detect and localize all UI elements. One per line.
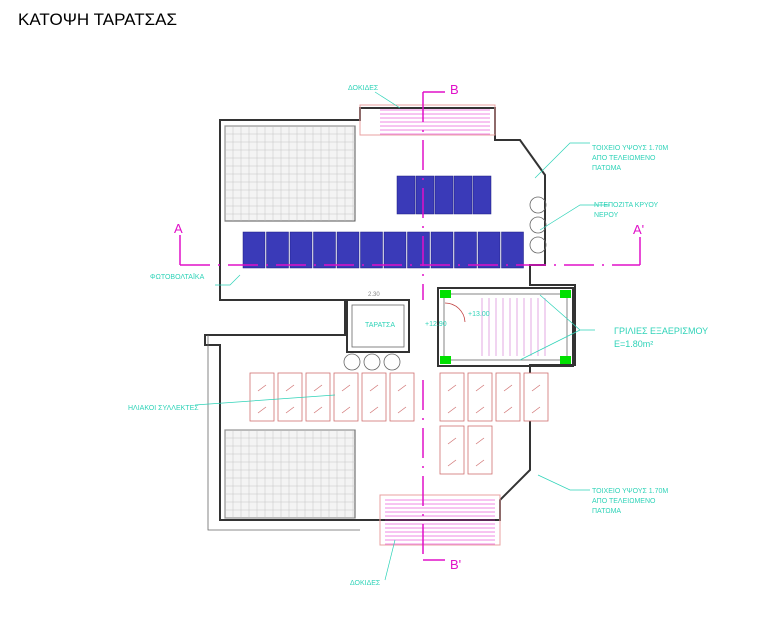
roof-box	[346, 299, 410, 353]
solar-collector	[467, 372, 493, 422]
wall-bottom-label: ΤΟΙΧΕΙΟ ΥΨΟΥΣ 1.70Μ ΑΠΟ ΤΕΛΕΙΩΜΕΝΟ ΠΑΤΩΜ…	[592, 488, 668, 515]
pv-panel	[454, 231, 477, 269]
pv-panel	[434, 175, 454, 215]
dimension-2.30: 2.30	[368, 292, 380, 298]
section-b-prime-marker: B'	[450, 557, 461, 572]
pv-panel	[472, 175, 492, 215]
solar-collector	[495, 372, 521, 422]
svg-text:ΑΠΟ ΤΕΛΕΙΩΜΕΝΟ: ΑΠΟ ΤΕΛΕΙΩΜΕΝΟ	[592, 155, 656, 162]
svg-text:ΝΤΕΠΟΖΙΤΑ ΚΡΥΟΥ: ΝΤΕΠΟΖΙΤΑ ΚΡΥΟΥ	[594, 202, 659, 209]
pv-panel	[407, 231, 430, 269]
pv-panel	[336, 231, 360, 269]
pv-panel	[313, 231, 336, 269]
pv-panel	[266, 231, 289, 269]
wall-top-label: ΤΟΙΧΕΙΟ ΥΨΟΥΣ 1.70Μ ΑΠΟ ΤΕΛΕΙΩΜΕΝΟ ΠΑΤΩΜ…	[592, 145, 668, 172]
solar-collector	[249, 372, 275, 422]
water-tanks	[343, 196, 547, 371]
solar-collector	[389, 372, 415, 422]
beams-top-label: ΔΟΚΙΔΕΣ	[348, 85, 379, 92]
stair-core	[437, 287, 574, 367]
vents-label: ΓΡΙΛΙΕΣ ΕΞΑΕΡΙΣΜΟΥ E=1.80m²	[614, 326, 708, 349]
pv-label: ΦΩΤΟΒΟΛΤΑΪΚΑ	[150, 273, 205, 281]
pv-panel	[289, 231, 313, 269]
solar-collector	[277, 372, 303, 422]
svg-text:E=1.80m²: E=1.80m²	[614, 339, 653, 349]
pv-panel	[242, 231, 266, 269]
svg-text:ΓΡΙΛΙΕΣ ΕΞΑΕΡΙΣΜΟΥ: ΓΡΙΛΙΕΣ ΕΞΑΕΡΙΣΜΟΥ	[614, 326, 708, 336]
section-a-marker: A	[174, 221, 183, 236]
drawing-title: ΚΑΤΟΨΗ ΤΑΡΑΤΣΑΣ	[18, 10, 177, 29]
svg-text:ΠΑΤΩΜΑ: ΠΑΤΩΜΑ	[592, 508, 621, 515]
svg-text:ΠΑΤΩΜΑ: ΠΑΤΩΜΑ	[592, 165, 621, 172]
photovoltaic-panels	[242, 175, 524, 269]
beams-bottom-label: ΔΟΚΙΔΕΣ	[350, 580, 381, 587]
section-b-marker: B	[450, 82, 459, 97]
solar-collector	[333, 372, 359, 422]
pv-panel	[360, 231, 383, 269]
beams-bottom	[379, 494, 501, 546]
tanks-label: ΝΤΕΠΟΖΙΤΑ ΚΡΥΟΥ ΝΕΡΟΥ	[594, 202, 659, 219]
level-13.00: +13.00	[468, 311, 490, 318]
level-12.90: +12.90	[425, 321, 447, 328]
pv-panel	[383, 231, 407, 269]
section-a-prime-marker: A'	[633, 222, 644, 237]
roof-box-label: ΤΑΡΑΤΣΑ	[365, 322, 395, 329]
solar-collector	[439, 425, 465, 475]
pv-panel	[430, 231, 454, 269]
svg-text:ΤΟΙΧΕΙΟ ΥΨΟΥΣ 1.70Μ: ΤΟΙΧΕΙΟ ΥΨΟΥΣ 1.70Μ	[592, 145, 668, 152]
pv-panel	[415, 175, 435, 215]
pv-panel	[501, 231, 524, 269]
tile-area-bottom	[224, 429, 356, 519]
svg-text:ΝΕΡΟΥ: ΝΕΡΟΥ	[594, 212, 619, 219]
svg-text:ΑΠΟ ΤΕΛΕΙΩΜΕΝΟ: ΑΠΟ ΤΕΛΕΙΩΜΕΝΟ	[592, 498, 656, 505]
beams-top	[359, 104, 496, 136]
collectors-label: ΗΛΙΑΚΟΙ ΣΥΛΛΕΚΤΕΣ	[128, 405, 199, 412]
svg-text:ΤΟΙΧΕΙΟ ΥΨΟΥΣ 1.70Μ: ΤΟΙΧΕΙΟ ΥΨΟΥΣ 1.70Μ	[592, 488, 668, 495]
pv-panel	[396, 175, 416, 215]
solar-collector	[523, 372, 549, 422]
solar-collector	[361, 372, 387, 422]
solar-collector	[439, 372, 465, 422]
pv-panel	[453, 175, 473, 215]
tile-area-top	[224, 125, 356, 222]
pv-panel	[477, 231, 501, 269]
solar-collectors	[249, 372, 549, 475]
solar-collector	[467, 425, 493, 475]
